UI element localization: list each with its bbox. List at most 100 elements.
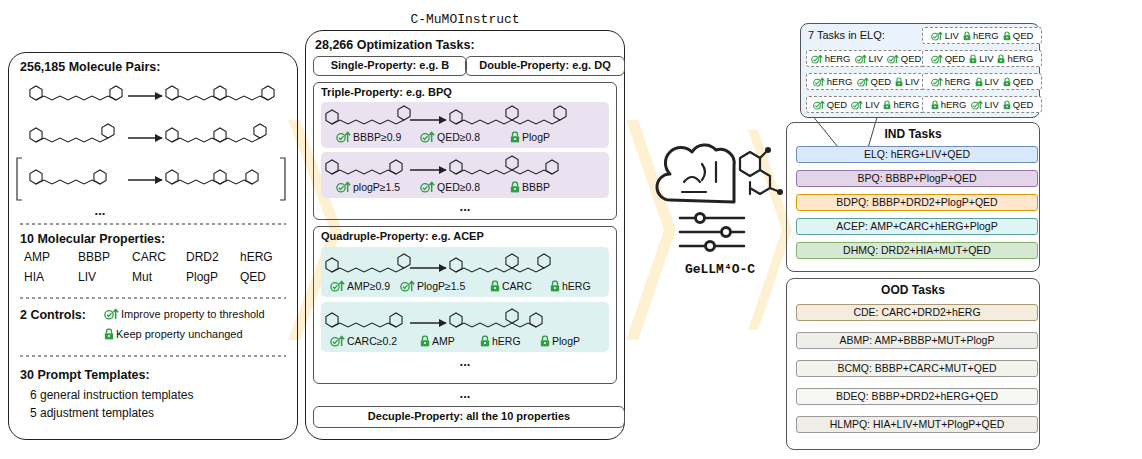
- model-icon: [657, 145, 783, 251]
- improve-icon: [330, 280, 345, 292]
- keep-lock-icon: [490, 280, 500, 292]
- reaction-arrow: [410, 322, 446, 323]
- improve-icon: [887, 54, 899, 64]
- task-group-box: ELQ: hERG+LIV+QEDBPQ: BBBP+PlogP+QEDBDPQ…: [786, 122, 1040, 272]
- node-text: BBBP: [78, 250, 110, 264]
- property-condition: hERG: [931, 76, 971, 87]
- example-panel: [321, 302, 609, 352]
- example-panel: AMP≥0.9 PlogP≥1.5 CARC hERG: [321, 247, 609, 297]
- panel-box: Single-Property: e.g. BDouble-Property: …: [305, 30, 625, 440]
- keep-lock-icon: [883, 100, 891, 110]
- node-text: HIA: [24, 270, 44, 284]
- property-condition: LIV: [851, 99, 879, 110]
- molecule-ring: [30, 128, 42, 142]
- keep-lock-icon: [997, 54, 1005, 64]
- molecule-ring: [30, 86, 42, 100]
- model-icon: [722, 228, 731, 237]
- task-group-box: Single-Property: e.g. B: [313, 56, 467, 76]
- node-text: ABMP: AMP+BBBP+MUT+PlogP: [840, 334, 995, 347]
- node-text: PlogP: [186, 270, 218, 284]
- property-condition: hERG: [550, 280, 591, 293]
- property-condition: PlogP≥1.5: [400, 280, 465, 293]
- molecule-ring: [554, 106, 566, 120]
- molecule-drawing: [30, 86, 566, 327]
- property-condition: hERG: [480, 335, 521, 348]
- molecule-chain: [36, 180, 100, 184]
- property-condition: QED: [813, 99, 848, 110]
- improve-icon: [851, 100, 863, 110]
- molecule-ring: [102, 124, 114, 138]
- list-bracket: [17, 158, 22, 200]
- property-condition: hERG: [813, 76, 853, 87]
- improve-icon: [420, 181, 435, 193]
- property-condition: AMP: [420, 335, 455, 348]
- molecule-ring: [530, 313, 542, 327]
- molecule-chain: [332, 170, 396, 174]
- task-bar: ABMP: AMP+BBBP+MUT+PlogP: [796, 332, 1038, 349]
- molecule-ring: [214, 170, 226, 184]
- node-text: CARC: [132, 250, 166, 264]
- improve-icon: [336, 131, 351, 143]
- node-text: 10 Molecular Properties:: [20, 232, 165, 247]
- node-text: 256,185 Molecule Pairs:: [20, 60, 160, 75]
- molecule-ring: [30, 170, 42, 184]
- improve-icon: [104, 308, 119, 320]
- improve-icon: [811, 54, 823, 64]
- model-icon: [657, 145, 734, 202]
- improve-icon: [400, 280, 415, 292]
- reaction-arrow: [128, 137, 162, 138]
- example-panel: [321, 102, 609, 148]
- reaction-arrow: [410, 169, 446, 170]
- improve-icon: [420, 131, 435, 143]
- molecule-chain: [332, 120, 404, 124]
- task-chip: hERGLIVQED: [922, 73, 1042, 90]
- property-condition: Improve property to threshold: [104, 308, 265, 321]
- node-text: BPQ: BBBP+PlogP+QED: [857, 172, 976, 185]
- molecule-ring: [398, 106, 410, 120]
- molecule-ring: [450, 160, 462, 174]
- improve-icon: [857, 77, 869, 87]
- property-condition: QED: [1003, 99, 1034, 110]
- improve-icon: [971, 100, 983, 110]
- molecule-ring: [326, 258, 338, 272]
- molecule-ring: [214, 128, 226, 142]
- reaction-arrow: [410, 267, 446, 268]
- panel-box: 256,185 Molecule Pairs:...10 Molecular P…: [8, 52, 298, 440]
- dashed-divider: [20, 298, 286, 299]
- molecule-chain: [456, 268, 544, 272]
- model-icon: [765, 147, 771, 153]
- dashed-divider: [20, 224, 286, 225]
- property-condition: AMP≥0.9: [330, 280, 390, 293]
- example-panel: CARC≥0.2AMPhERGPlogP: [321, 302, 609, 352]
- node-text: ...: [460, 386, 471, 402]
- molecule-ring: [110, 86, 122, 100]
- node-text: 28,266 Optimization Tasks:: [315, 38, 475, 53]
- example-panel: plogP≥1.5QED≥0.8BBBP: [321, 152, 609, 198]
- improve-icon: [813, 77, 825, 87]
- example-panel: [321, 102, 609, 352]
- example-panel: [321, 152, 609, 198]
- molecule-ring: [506, 254, 518, 268]
- node-text: Triple-Property: e.g. BPQ: [321, 86, 452, 99]
- model-icon: [680, 217, 744, 220]
- task-chip: hERGLIVQED: [922, 96, 1042, 113]
- property-condition: QED≥0.8: [420, 181, 480, 194]
- task-chip: hERGLIVQED: [806, 50, 926, 67]
- task-bar: HLMPQ: HIA+LIV+MUT+PlogP+QED: [796, 416, 1038, 433]
- node-text: 6 general instruction templates: [30, 388, 193, 402]
- node-text: Decuple-Property: all the 10 properties: [368, 410, 570, 423]
- molecule-ring: [246, 170, 258, 184]
- property-condition: QED: [1003, 76, 1034, 87]
- node-text: 7 Tasks in ELQ:: [808, 29, 885, 42]
- node-text: 30 Prompt Templates:: [20, 368, 150, 383]
- task-bar: BPQ: BBBP+PlogP+QED: [796, 170, 1038, 187]
- model-name: GeLLM⁴O-C: [685, 262, 755, 278]
- node-text: BCMQ: BBBP+CARC+MUT+QED: [838, 362, 997, 375]
- property-condition: LIV: [971, 99, 999, 110]
- molecule-ring: [506, 309, 518, 323]
- example-panel: [321, 247, 609, 297]
- keep-lock-icon: [1003, 77, 1011, 87]
- task-bar: DHMQ: DRD2+HIA+MUT+QED: [796, 242, 1038, 259]
- node-text: OOD Tasks: [881, 283, 945, 297]
- property-condition: CARC: [490, 280, 532, 293]
